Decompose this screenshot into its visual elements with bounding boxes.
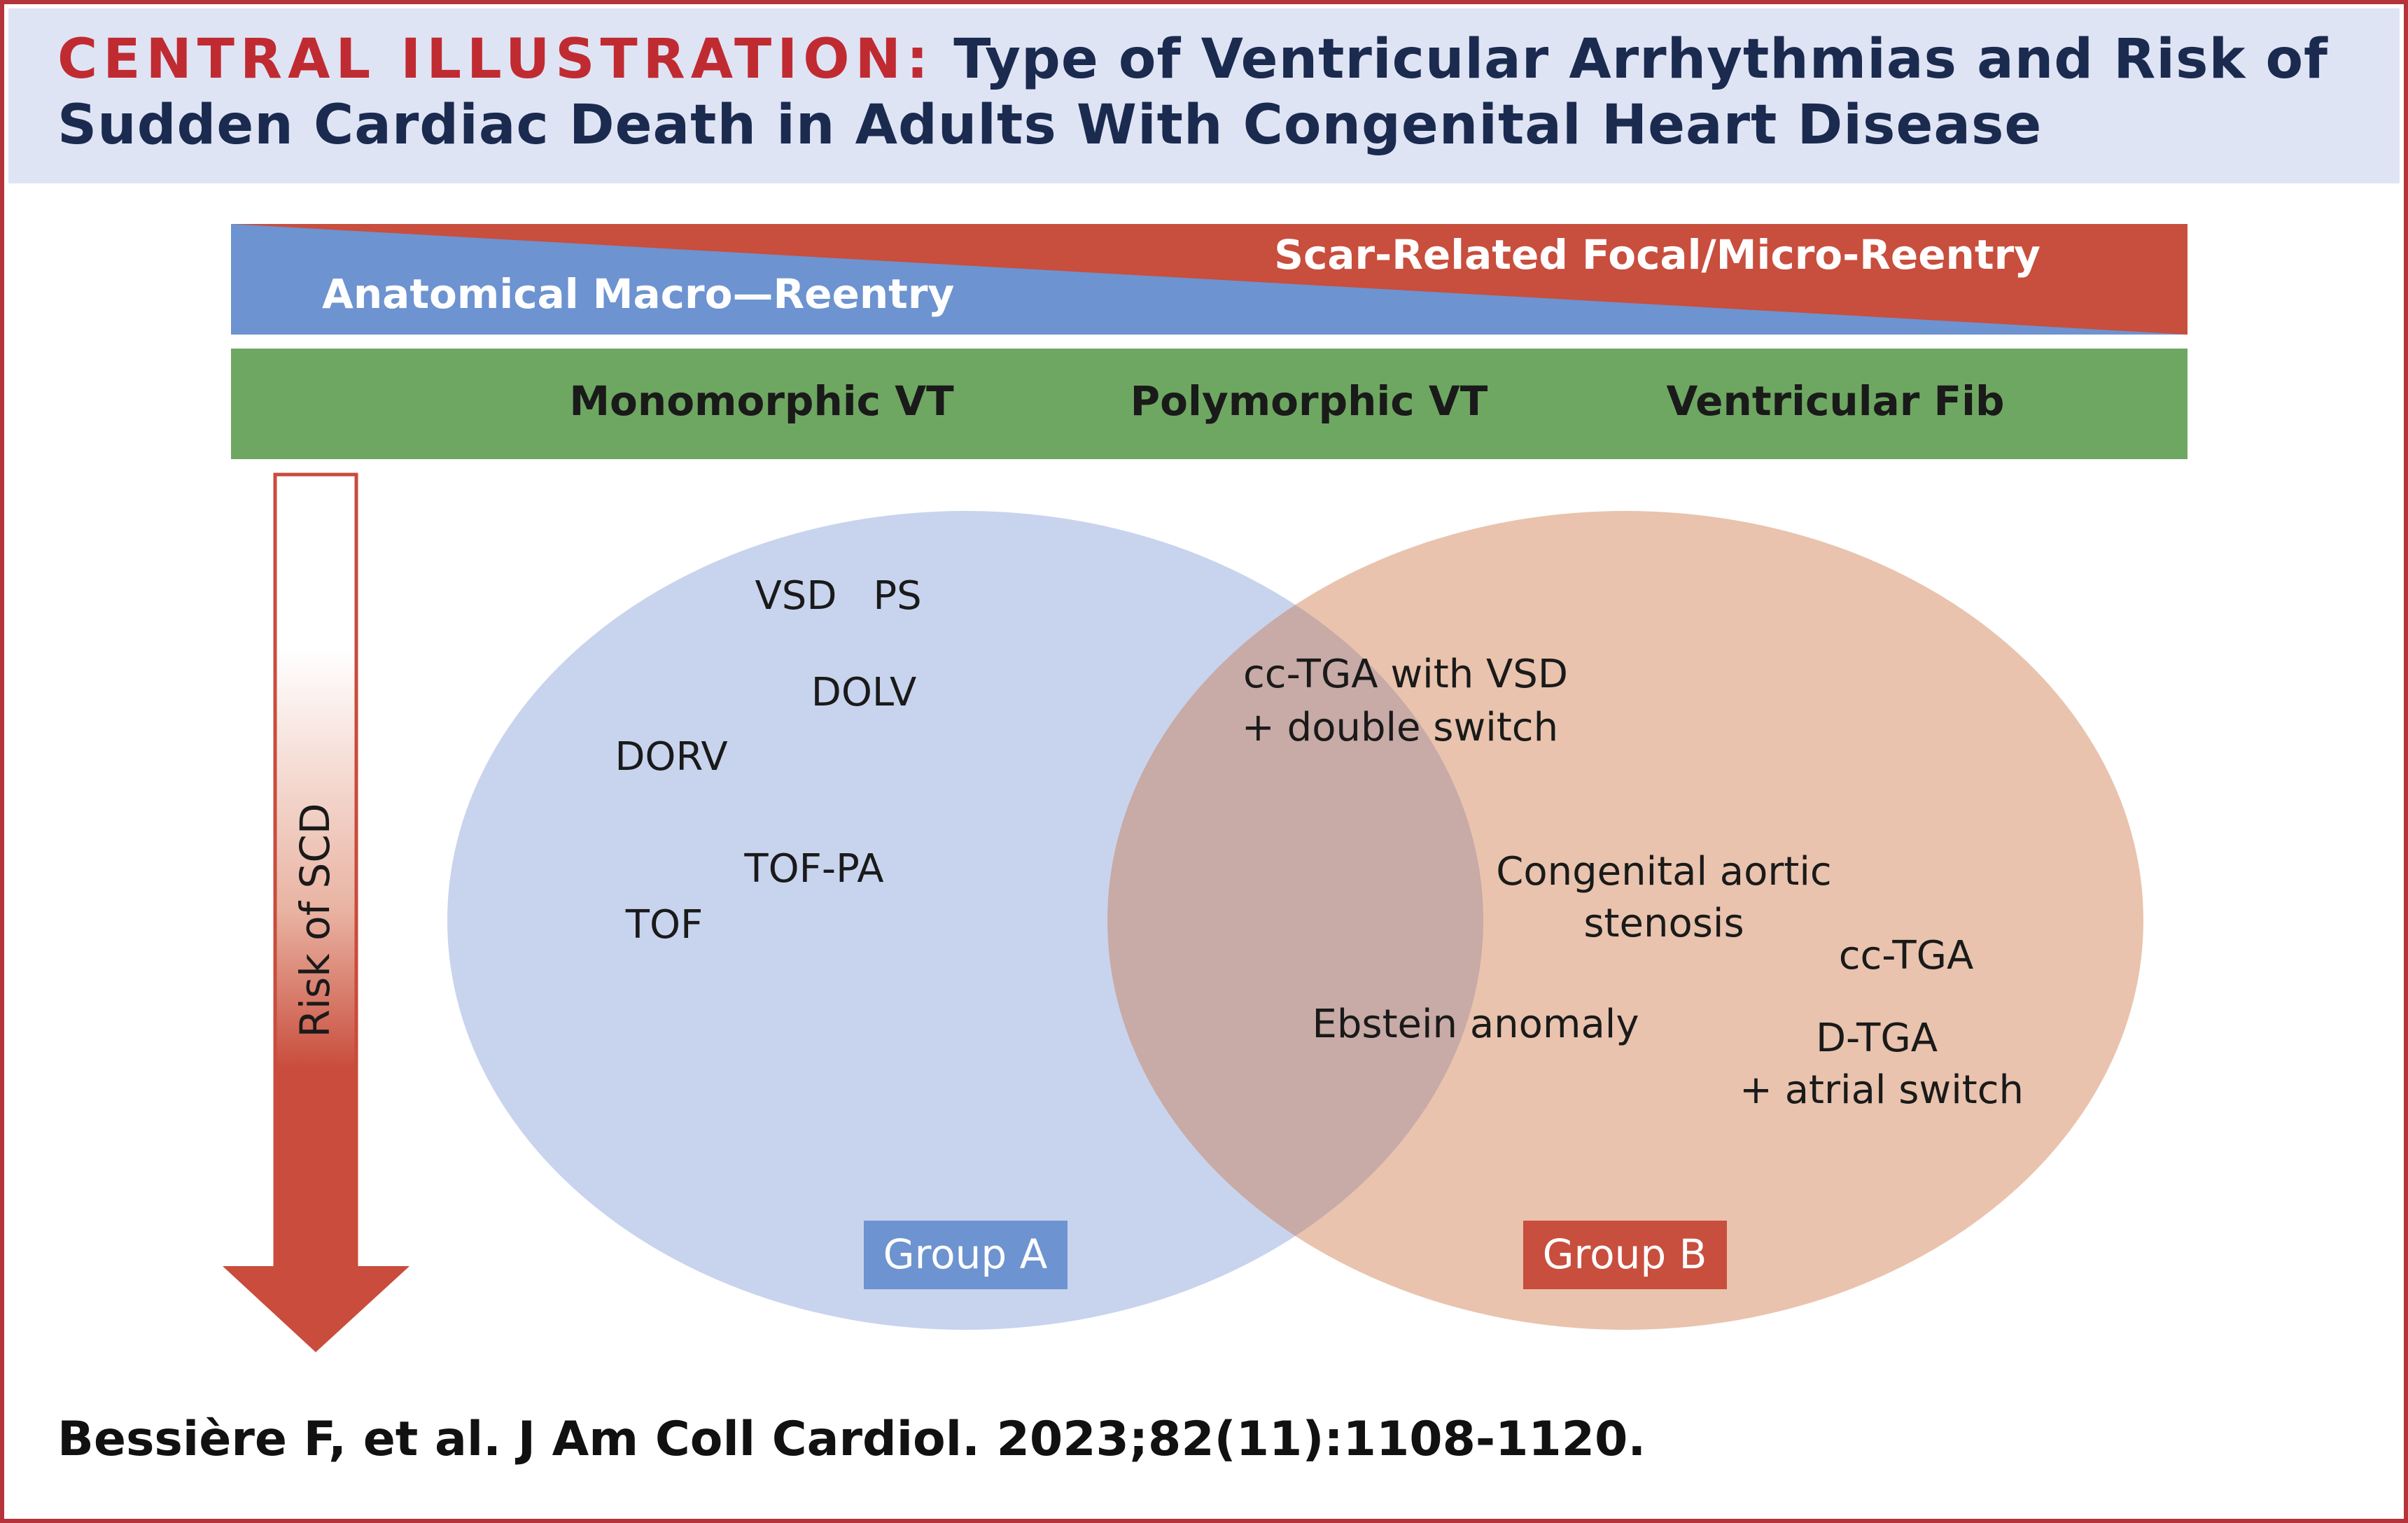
arrhythmia-band: Monomorphic VT Polymorphic VT Ventricula… <box>231 349 2188 459</box>
group-b-item-dtga: D-TGA <box>1816 1016 1938 1061</box>
mechanism-left-label: Anatomical Macro—Reentry <box>322 270 954 318</box>
citation: Bessière F, et al. J Am Coll Cardiol. 20… <box>57 1412 1646 1467</box>
group-b-item-cctga: cc-TGA <box>1839 933 1974 978</box>
group-a-badge <box>864 1221 1068 1289</box>
group-b-item-atrial-switch: + atrial switch <box>1740 1067 2024 1113</box>
overlap-item-ebstein: Ebstein anomaly <box>1312 1002 1639 1047</box>
overlap-region <box>1107 511 1483 1330</box>
mechanism-band: Anatomical Macro—Reentry Scar-Related Fo… <box>231 224 2188 335</box>
group-a-item-dorv: DORV <box>615 734 727 780</box>
arrhythmia-label-polymorphic: Polymorphic VT <box>1130 377 1488 425</box>
title-label: CENTRAL ILLUSTRATION: <box>57 28 934 91</box>
risk-arrow-shaft <box>273 472 358 1270</box>
group-b-badge <box>1523 1221 1727 1289</box>
header-banner <box>8 8 2400 183</box>
mechanism-band-red-wedge <box>231 224 2188 335</box>
risk-arrow-label: Risk of SCD <box>291 803 339 1038</box>
group-a-label: Group A <box>883 1230 1048 1278</box>
group-b-item-stenosis: stenosis <box>1583 901 1744 946</box>
risk-arrow: Risk of SCD <box>223 472 410 1352</box>
mechanism-right-label: Scar-Related Focal/Micro-Reentry <box>1274 231 2040 279</box>
page-title: CENTRAL ILLUSTRATION: Type of Ventricula… <box>57 27 2339 158</box>
arrhythmia-label-vfib: Ventricular Fib <box>1666 377 2004 425</box>
group-a-item-tof-pa: TOF-PA <box>743 846 883 892</box>
risk-arrow-head <box>223 1266 410 1352</box>
arrhythmia-label-monomorphic: Monomorphic VT <box>569 377 954 425</box>
group-a-item-vsd: VSD <box>755 573 837 619</box>
arrhythmia-band-bg <box>231 349 2188 459</box>
group-a-item-ps: PS <box>873 573 921 619</box>
overlap-item-cctga-vsd: cc-TGA with VSD <box>1243 652 1568 697</box>
overlap-item-double-switch: + double switch <box>1242 705 1558 750</box>
title-text: Type of Ventricular Arrhythmias and Risk… <box>57 28 2328 157</box>
venn-diagram: VSD PS DOLV DORV TOF-PA TOF cc-TGA with … <box>447 511 2143 1330</box>
group-b-item-aortic: Congenital aortic <box>1496 849 1831 894</box>
group-a-item-tof: TOF <box>625 902 704 948</box>
group-b-label: Group B <box>1543 1230 1707 1278</box>
group-a-item-dolv: DOLV <box>811 670 917 715</box>
